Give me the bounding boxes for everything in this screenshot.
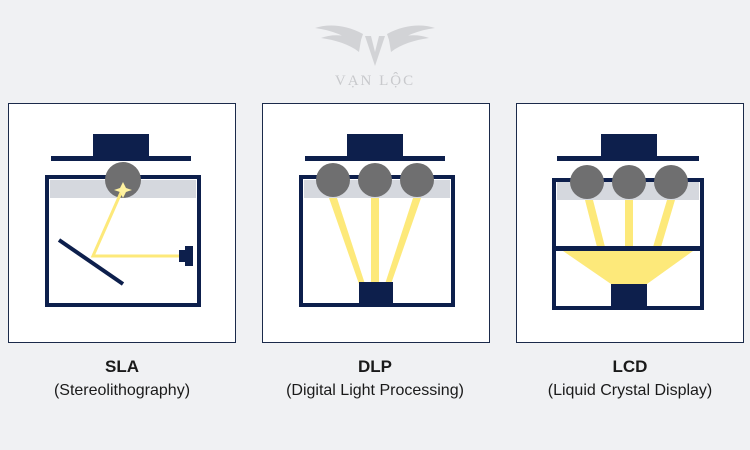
dlp-panel [262,103,490,343]
sla-title: SLA [105,357,139,376]
light-beam [653,200,675,247]
sla-diagram [45,134,201,307]
build-platform-top [601,134,657,156]
lcd-subtitle: (Liquid Crystal Display) [547,382,713,399]
laser-spot-icon [114,182,132,198]
light-beam [585,200,605,247]
sla-subtitle: (Stereolithography) [53,382,191,399]
build-platform-top [347,134,403,156]
wings-emblem-icon [315,25,435,66]
build-platform-arm [51,156,191,161]
printed-part [570,165,604,199]
lcd-title: LCD [612,357,648,376]
lcd-caption: LCD (Liquid Crystal Display) [505,355,750,403]
printed-part [316,163,350,197]
dlp-diagram [299,134,455,307]
printed-part [358,163,392,197]
dlp-subtitle: (Digital Light Processing) [286,382,464,399]
light-source [611,284,647,308]
sla-panel [8,103,236,343]
build-platform-arm [305,156,445,161]
dlp-caption: DLP (Digital Light Processing) [250,355,500,403]
brand-name: VẠN LỘC [334,73,416,89]
laser-beam [90,187,185,258]
printed-part [400,163,434,197]
printed-part [654,165,688,199]
dlp-title: DLP [358,357,392,376]
projection-beam [329,198,365,284]
laser-source [185,246,193,266]
light-beam [625,200,633,247]
printed-part [105,162,141,198]
projection-beam [385,198,421,284]
brand-logo: VẠN LỘC [305,18,445,98]
projection-beam [371,198,379,284]
printed-part [612,165,646,199]
projector [359,282,393,306]
build-platform-top [93,134,149,156]
lcd-panel [516,103,744,343]
build-platform-arm [557,156,699,161]
galvo-mirror [57,238,125,286]
lcd-screen [556,246,700,251]
lcd-diagram [552,134,704,310]
backlight-beam [563,251,693,284]
sla-caption: SLA (Stereolithography) [0,355,247,403]
